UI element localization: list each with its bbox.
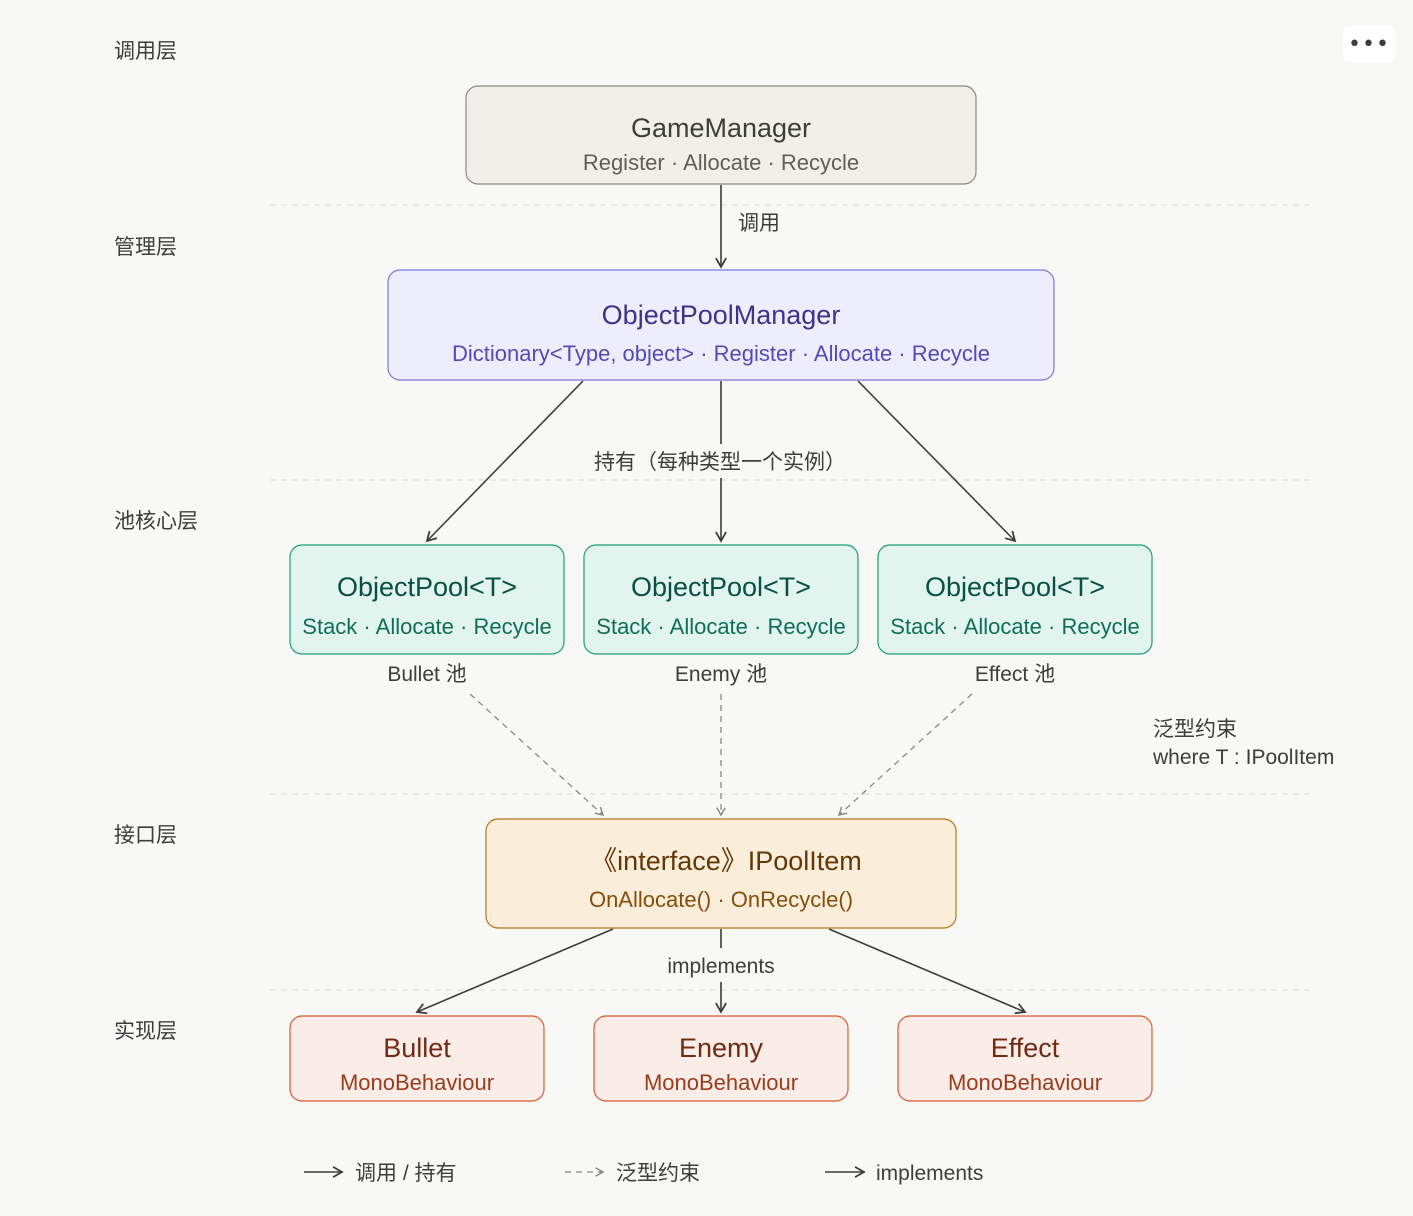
layer-label-pool-core: 池核心层 — [114, 510, 198, 533]
pool-enemy-title: ObjectPool<T> — [631, 572, 811, 602]
pool-bullet-subtitle: Stack · Allocate · Recycle — [302, 614, 551, 639]
edge-label-constraint-where: where T : IPoolItem — [1152, 746, 1334, 769]
game-manager-subtitle: Register · Allocate · Recycle — [583, 150, 859, 175]
edge-interface-to-effect — [828, 928, 1027, 1015]
object-pool-manager-node[interactable]: ObjectPoolManager Dictionary<Type, objec… — [387, 269, 1055, 381]
object-pool-manager-subtitle: Dictionary<Type, object> · Register · Al… — [452, 341, 990, 366]
edge-label-bg — [734, 206, 790, 238]
edge-constraint-bullet — [469, 693, 605, 816]
impl-enemy-node[interactable]: Enemy MonoBehaviour — [593, 1015, 849, 1102]
pool-effect-node[interactable]: ObjectPool<T> Stack · Allocate · Recycle — [877, 544, 1153, 655]
edge-interface-to-bullet — [415, 928, 614, 1015]
layer-label-interface: 接口层 — [114, 824, 177, 847]
impl-bullet-subtitle: MonoBehaviour — [340, 1070, 494, 1095]
legend-label-implements: implements — [876, 1162, 983, 1185]
game-manager-box — [465, 85, 977, 185]
ipoolitem-interface-title: 《interface》IPoolItem — [590, 846, 862, 876]
edge-label-implements: implements — [667, 955, 774, 978]
impl-bullet-box — [289, 1015, 545, 1102]
pool-effect-subtitle: Stack · Allocate · Recycle — [890, 614, 1139, 639]
layer-labels: 调用层 管理层 池核心层 接口层 实现层 — [114, 40, 198, 1043]
edge-label-bg — [648, 948, 794, 982]
object-pool-manager-box — [387, 269, 1055, 381]
pool-bullet-node[interactable]: ObjectPool<T> Stack · Allocate · Recycle — [289, 544, 565, 655]
edge-manager-to-pool-bullet — [425, 380, 584, 543]
impl-enemy-title: Enemy — [679, 1033, 764, 1063]
edge-label-call: 调用 — [738, 212, 780, 235]
ipoolitem-interface-node[interactable]: 《interface》IPoolItem OnAllocate() · OnRe… — [485, 818, 957, 929]
object-pool-manager-title: ObjectPoolManager — [602, 300, 841, 330]
ipoolitem-interface-subtitle: OnAllocate() · OnRecycle() — [589, 887, 853, 912]
impl-effect-title: Effect — [991, 1033, 1060, 1063]
edge-manager-to-pool-effect — [857, 380, 1017, 543]
pool-bullet-title: ObjectPool<T> — [337, 572, 517, 602]
pool-bullet-caption: Bullet 池 — [387, 663, 466, 686]
impl-effect-box — [897, 1015, 1153, 1102]
layer-dividers — [270, 204, 1310, 991]
game-manager-title: GameManager — [631, 113, 811, 143]
pool-enemy-box — [583, 544, 859, 655]
impl-enemy-box — [593, 1015, 849, 1102]
edge-label-hold: 持有（每种类型一个实例） — [594, 451, 846, 474]
game-manager-node[interactable]: GameManager Register · Allocate · Recycl… — [465, 85, 977, 185]
pool-enemy-node[interactable]: ObjectPool<T> Stack · Allocate · Recycle — [583, 544, 859, 655]
pool-bullet-box — [289, 544, 565, 655]
solid-edges — [415, 185, 1027, 1015]
impl-enemy-subtitle: MonoBehaviour — [644, 1070, 798, 1095]
impl-bullet-node[interactable]: Bullet MonoBehaviour — [289, 1015, 545, 1102]
dashed-edges — [469, 693, 973, 817]
edge-label-constraint: 泛型约束 — [1153, 718, 1237, 741]
edge-label-bg — [574, 444, 866, 478]
pool-effect-caption: Effect 池 — [975, 663, 1055, 686]
pool-enemy-subtitle: Stack · Allocate · Recycle — [596, 614, 845, 639]
edge-constraint-effect — [837, 693, 973, 816]
pool-effect-box — [877, 544, 1153, 655]
legend-label-constraint: 泛型约束 — [616, 1162, 700, 1185]
layer-label-impl: 实现层 — [114, 1020, 177, 1043]
legend: 调用 / 持有 泛型约束 implements — [304, 1162, 983, 1185]
layer-label-manage: 管理层 — [114, 236, 177, 259]
impl-effect-subtitle: MonoBehaviour — [948, 1070, 1102, 1095]
more-horizontal-icon[interactable]: ••• — [1343, 26, 1395, 62]
impl-bullet-title: Bullet — [383, 1033, 451, 1063]
impl-effect-node[interactable]: Effect MonoBehaviour — [897, 1015, 1153, 1102]
pool-effect-title: ObjectPool<T> — [925, 572, 1105, 602]
layer-label-call: 调用层 — [114, 40, 177, 63]
legend-label-call-hold: 调用 / 持有 — [355, 1162, 457, 1185]
ipoolitem-interface-box — [485, 818, 957, 929]
pool-enemy-caption: Enemy 池 — [675, 663, 767, 686]
